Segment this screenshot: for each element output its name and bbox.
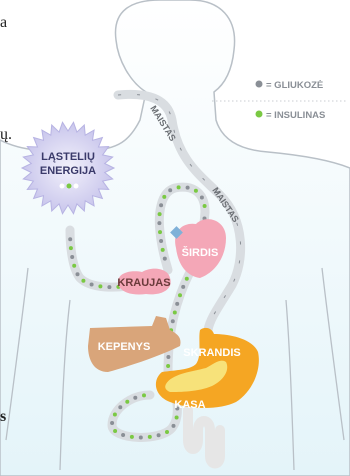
molecule-dot: [163, 257, 167, 261]
molecule-dot: [148, 435, 152, 439]
molecule-dot: [130, 435, 134, 439]
molecule-dot: [139, 436, 143, 440]
molecule-dot: [157, 221, 161, 225]
molecule-dot: [159, 239, 163, 243]
liver-label: KEPENYS: [98, 341, 151, 353]
molecule-dot: [166, 355, 170, 359]
molecule-dot: [68, 237, 72, 241]
molecule-dot: [113, 413, 117, 417]
molecule-dot: [166, 364, 170, 368]
text-fragment-bottom: s: [0, 408, 6, 426]
molecule-dot: [173, 311, 177, 315]
molecule-dot: [159, 203, 163, 207]
molecule-dot: [72, 264, 76, 268]
molecule-dot: [185, 277, 189, 281]
molecule-dot: [142, 393, 146, 397]
molecule-dot: [69, 246, 73, 250]
molecule-dot: [194, 189, 198, 193]
pancreas-label: KASA: [174, 399, 205, 411]
molecule-dot: [118, 405, 122, 409]
molecule-dot: [125, 400, 129, 404]
text-fragment-top: a: [0, 14, 7, 32]
molecule-dot: [70, 255, 74, 259]
cells-label-line1: LĄSTELIŲ: [41, 151, 95, 163]
molecule-dot: [177, 185, 181, 189]
cells-glucose-dot-2: [74, 184, 79, 189]
molecule-dot: [200, 196, 204, 200]
molecule-dot: [161, 248, 165, 252]
molecule-dot: [98, 284, 102, 288]
molecule-dot: [178, 293, 182, 297]
cells-glucose-dot: [60, 184, 65, 189]
molecule-dot: [107, 285, 111, 289]
molecule-dot: [175, 416, 179, 420]
legend-insulin-label: = INSULINAS: [266, 110, 325, 121]
molecule-dot: [162, 195, 166, 199]
heart-label: ŠIRDIS: [182, 246, 219, 259]
molecule-dot: [203, 204, 207, 208]
molecule-dot: [181, 285, 185, 289]
legend: = GLIUKOZĖ = INSULINAS: [212, 80, 346, 121]
molecule-dot: [121, 433, 125, 437]
molecule-dot: [133, 396, 137, 400]
molecule-dot: [157, 433, 161, 437]
molecule-dot: [175, 302, 179, 306]
blood-label: KRAUJAS: [117, 277, 170, 289]
cells-label-line2: ENERGIJA: [40, 165, 96, 177]
molecule-dot: [172, 424, 176, 428]
molecule-dot: [158, 212, 162, 216]
molecule-dot: [171, 319, 175, 323]
molecule-dot: [113, 429, 117, 433]
molecule-dot: [76, 272, 80, 276]
legend-insulin-dot: [256, 111, 263, 118]
molecule-dot: [81, 279, 85, 283]
molecule-dot: [110, 421, 114, 425]
text-fragment-middle: ų.: [0, 126, 12, 144]
molecule-dot: [90, 283, 94, 287]
molecule-dot: [168, 188, 172, 192]
cells-insulin-dot: [67, 184, 72, 189]
molecule-dot: [186, 186, 190, 190]
molecule-dot: [158, 230, 162, 234]
molecule-dot: [165, 430, 169, 434]
stomach-label: SKRANDIS: [183, 347, 240, 359]
legend-glucose-label: = GLIUKOZĖ: [266, 80, 323, 91]
legend-glucose-dot: [256, 81, 263, 88]
